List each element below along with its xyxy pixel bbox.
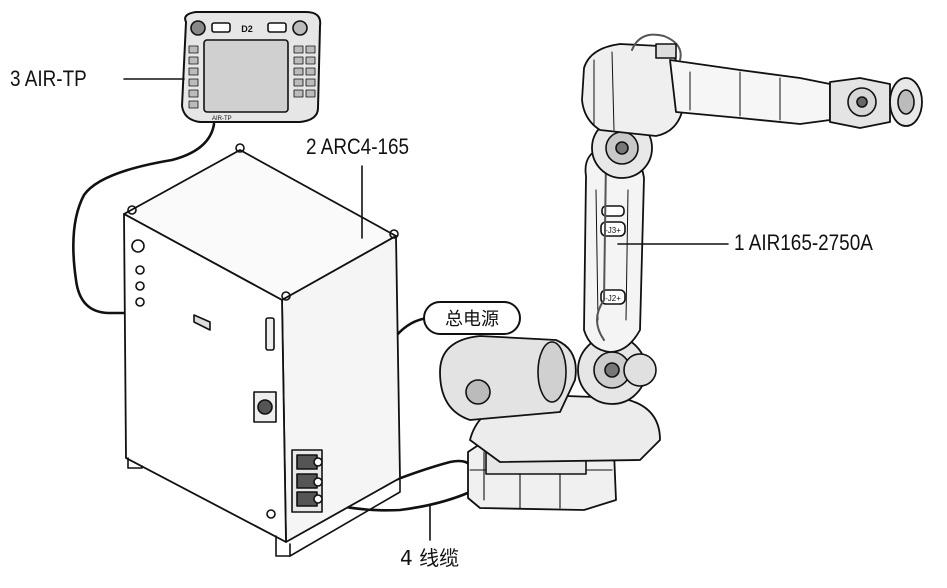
main-power-label: 总电源 xyxy=(445,309,499,330)
connector-panel xyxy=(291,449,323,513)
controller-cabinet xyxy=(123,143,401,557)
j3-marking: -J3+ xyxy=(605,226,621,235)
industrial-robot: -J3+ -J2+ xyxy=(439,33,923,511)
pendant-keys-right xyxy=(293,45,316,98)
j2-marking: -J2+ xyxy=(605,294,621,303)
main-power-callout: 总电源 xyxy=(423,301,521,335)
pendant-cable xyxy=(72,122,216,315)
cable-label: 4 线缆 xyxy=(400,546,460,570)
pendant-logo: D2 xyxy=(241,24,253,34)
pendant-brand: AIR-TP xyxy=(212,116,232,122)
leader-lines xyxy=(123,78,729,541)
robot-label: 1 AIR165-2750A xyxy=(734,230,873,255)
controller-label: 2 ARC4-165 xyxy=(306,134,410,159)
teach-pendant-label: 3 AIR-TP xyxy=(10,66,87,91)
teach-pendant: D2 AIR-TP xyxy=(181,11,322,123)
pendant-keys-left xyxy=(188,45,199,109)
